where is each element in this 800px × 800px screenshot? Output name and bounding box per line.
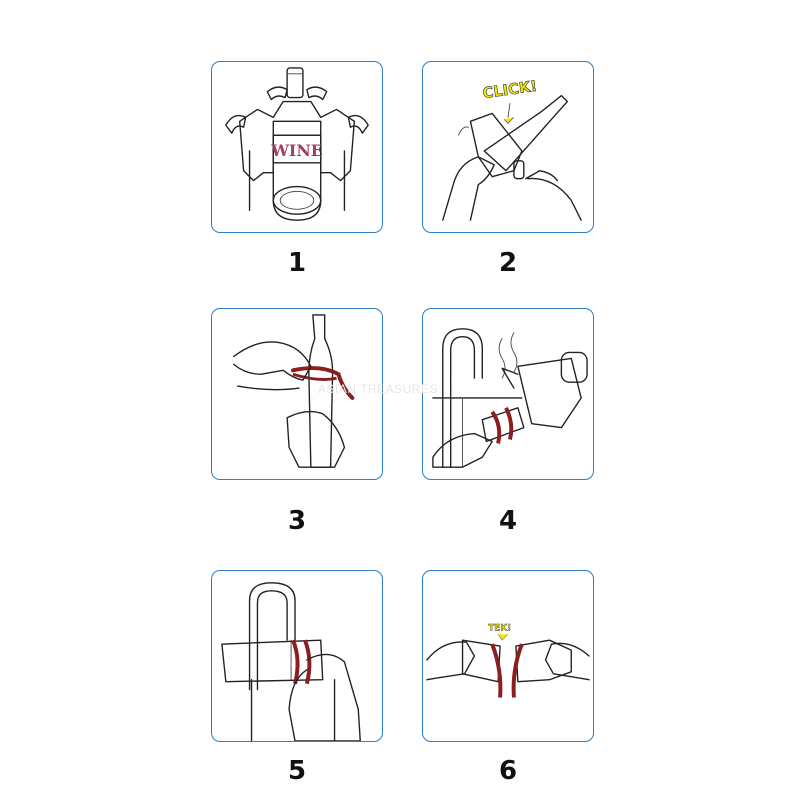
step-5-number: 5 <box>287 756 307 786</box>
step-5-panel <box>211 570 383 742</box>
hot-water-icon <box>432 328 588 468</box>
step-3-number: 3 <box>287 506 307 536</box>
cold-water-icon <box>221 582 361 741</box>
wine-label: WINE <box>270 141 323 160</box>
step-3-panel <box>211 308 383 480</box>
step-1-panel: WINE <box>211 61 383 233</box>
step-2-number: 2 <box>498 248 518 278</box>
scoring-bottle-icon: CLICK! <box>442 77 582 221</box>
rubber-band-icon <box>233 314 355 468</box>
step-6-panel: TEK! <box>422 570 594 742</box>
tek-text: TEK! <box>488 623 511 633</box>
step-6-number: 6 <box>498 756 518 786</box>
bottle-cutter-icon: WINE <box>225 67 369 221</box>
separate-bottle-icon: TEK! <box>426 623 590 698</box>
step-4-number: 4 <box>498 506 518 536</box>
click-text: CLICK! <box>482 78 539 102</box>
watermark: ASIAN TREASURES <box>318 382 438 396</box>
step-1-number: 1 <box>287 248 307 278</box>
step-2-panel: CLICK! <box>422 61 594 233</box>
step-4-panel <box>422 308 594 480</box>
